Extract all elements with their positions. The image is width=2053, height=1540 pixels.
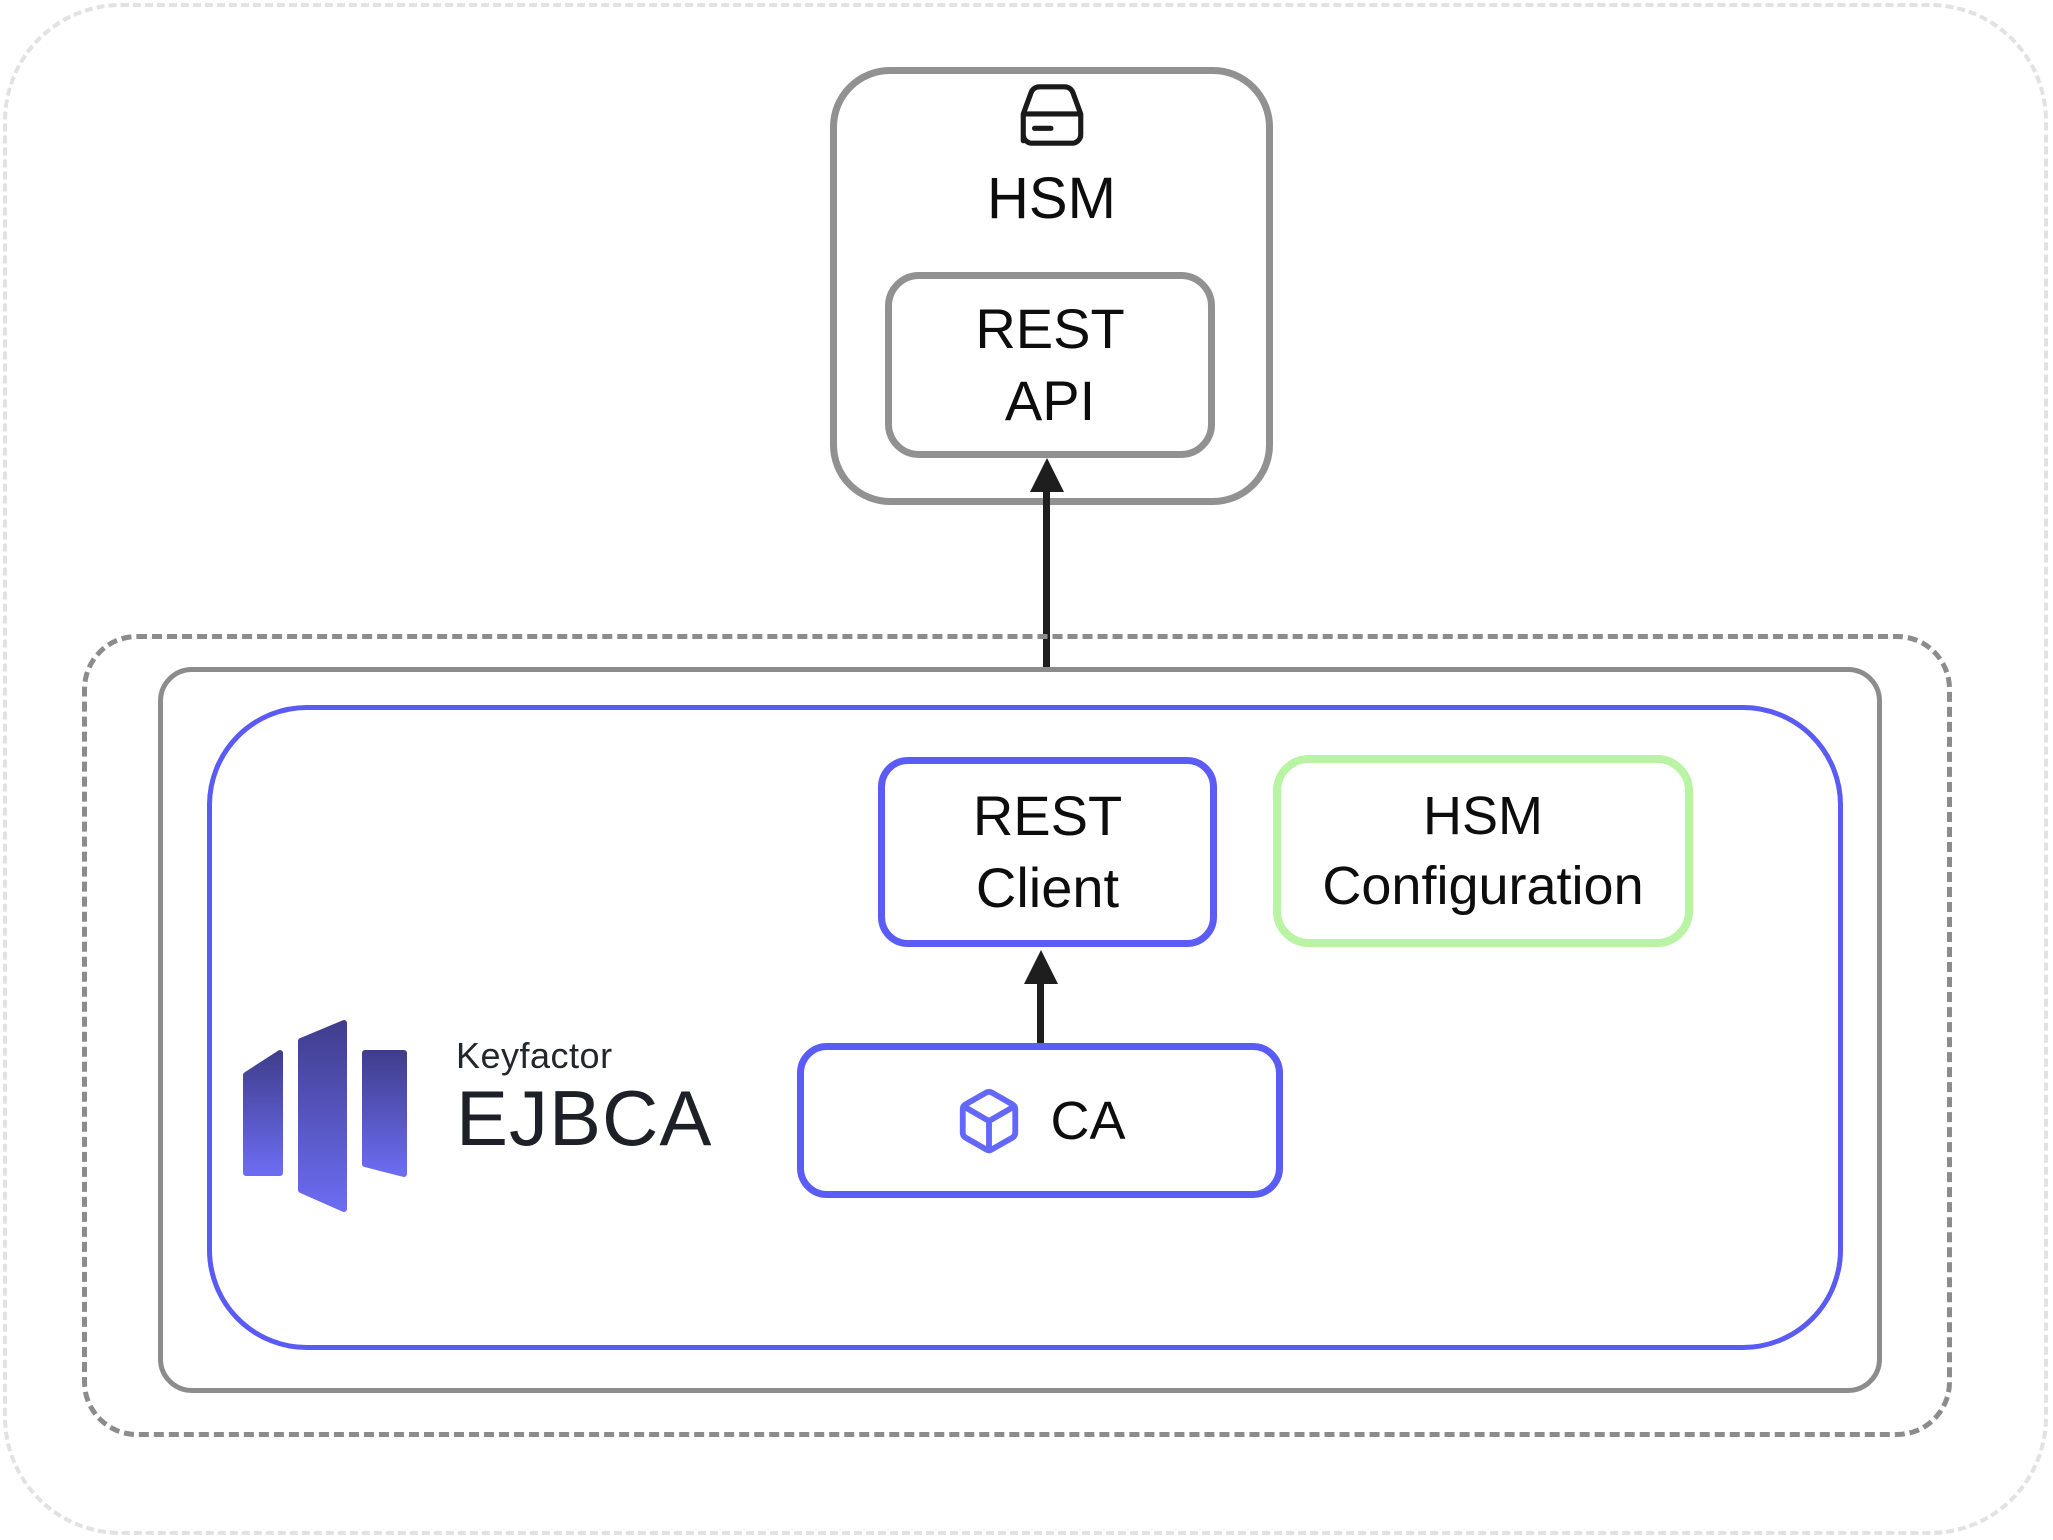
arrow-ca-to-restclient-head bbox=[1024, 950, 1058, 984]
keyfactor-mark bbox=[243, 1020, 407, 1212]
hsm-node-title: HSM bbox=[987, 166, 1116, 231]
arrow-ca-to-restclient-line bbox=[1037, 980, 1044, 1043]
drive-icon bbox=[1020, 84, 1083, 146]
logo-text: Keyfactor EJBCA bbox=[456, 1035, 713, 1162]
rest-client-node: REST Client bbox=[878, 757, 1217, 947]
hsm-configuration-node: HSM Configuration bbox=[1273, 755, 1693, 947]
rest-client-label-line1: REST bbox=[972, 784, 1123, 847]
arrow-restclient-to-restapi-line bbox=[1043, 486, 1050, 757]
deployment-boundary-dashed bbox=[82, 634, 1952, 1437]
hsm-config-label-line2: Configuration bbox=[1322, 856, 1644, 916]
rest-api-label-line1: REST bbox=[975, 297, 1125, 360]
logo-brand-label: Keyfactor bbox=[456, 1035, 613, 1076]
arrow-restclient-to-restapi-head bbox=[1030, 458, 1064, 492]
ca-node: CA bbox=[797, 1043, 1283, 1198]
rest-api-label-line2: API bbox=[1004, 369, 1096, 432]
cube-icon bbox=[960, 1088, 1019, 1153]
rest-api-node: REST API bbox=[885, 272, 1215, 458]
keyfactor-ejbca-logo: Keyfactor EJBCA bbox=[240, 1018, 712, 1218]
logo-product-label: EJBCA bbox=[456, 1074, 713, 1162]
rest-client-label-line2: Client bbox=[975, 856, 1120, 919]
ca-label: CA bbox=[1050, 1090, 1126, 1151]
hsm-config-label-line1: HSM bbox=[1423, 786, 1543, 846]
